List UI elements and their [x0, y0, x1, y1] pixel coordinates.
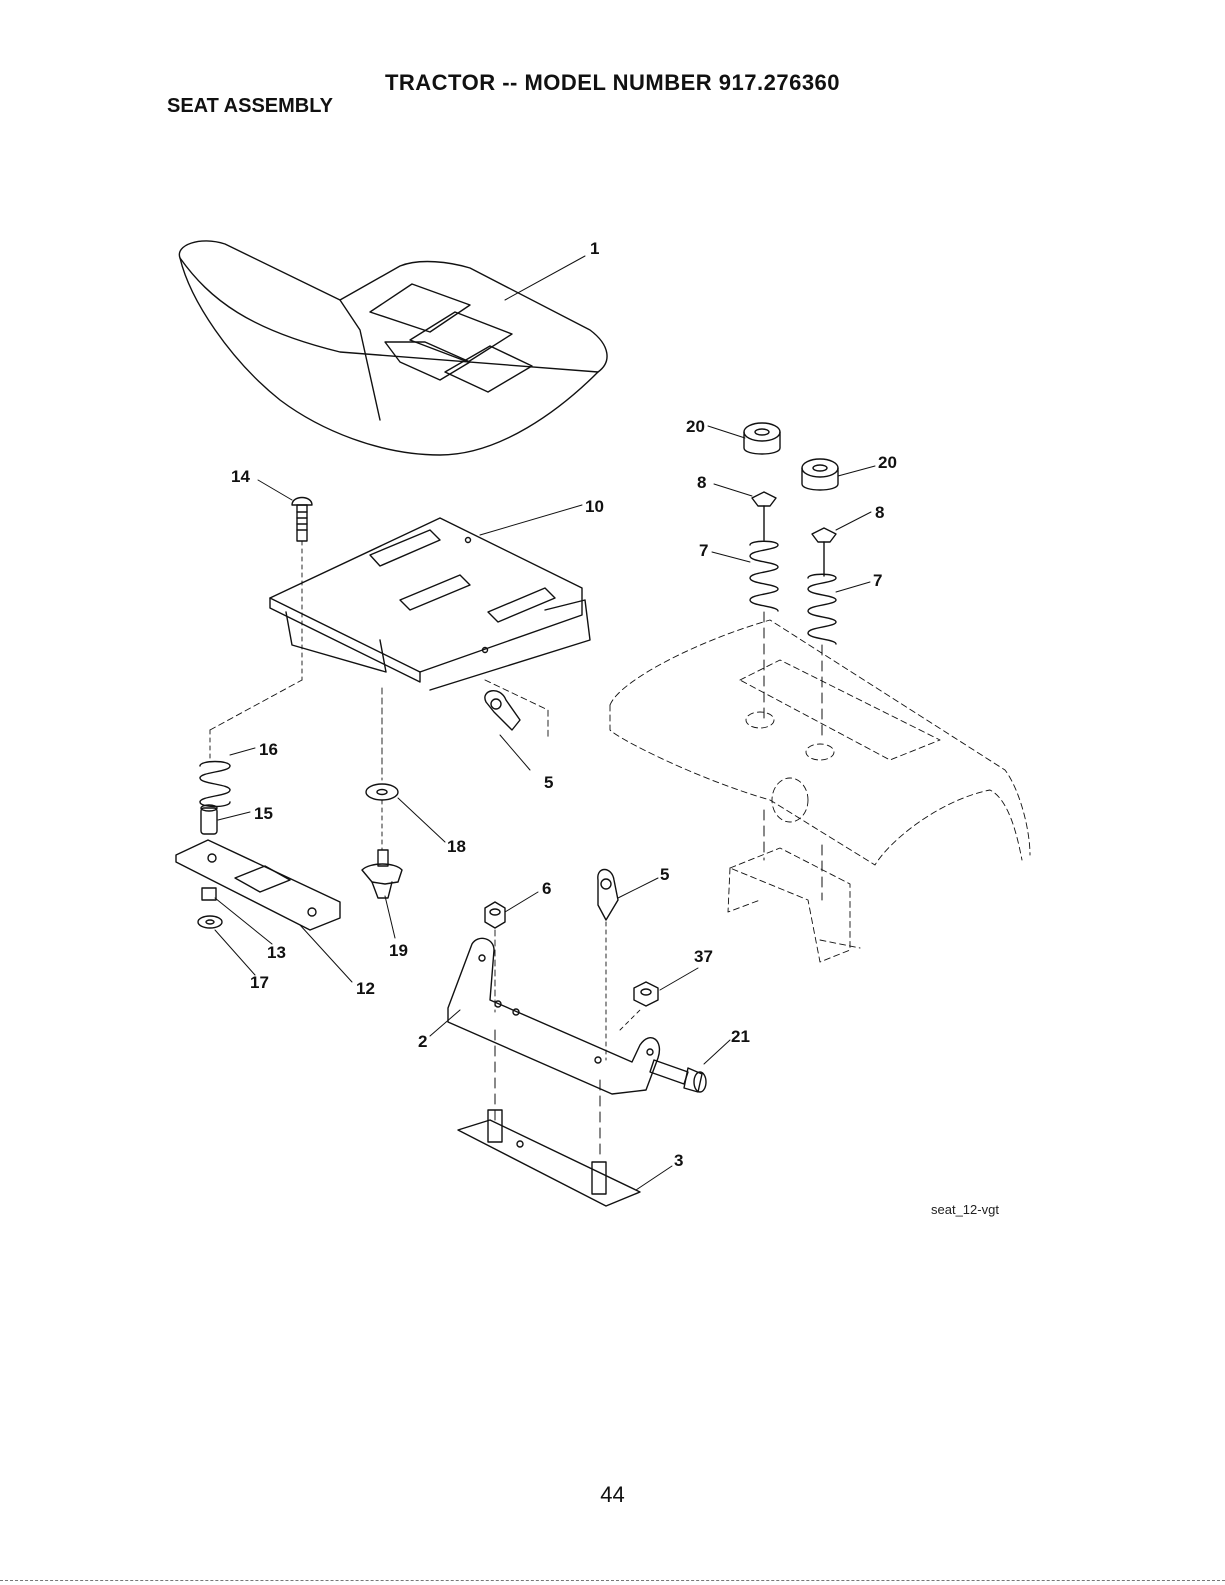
callout-2: 2 [418, 1032, 427, 1051]
callout-7b: 7 [873, 571, 882, 590]
callout-12: 12 [356, 979, 375, 998]
callout-8a: 8 [697, 473, 706, 492]
spring-part [200, 730, 230, 807]
callout-17: 17 [250, 973, 269, 992]
seat-part [179, 241, 607, 455]
seat-clip-lower-part [598, 870, 618, 1061]
callout-15: 15 [254, 804, 273, 823]
callout-10: 10 [585, 497, 604, 516]
carriage-bolt-part [292, 498, 312, 681]
spacer-part [201, 805, 217, 834]
seat-mount-bracket-part [448, 938, 659, 1160]
callout-21: 21 [731, 1027, 750, 1046]
washer-knob-part [362, 784, 402, 898]
callout-1: 1 [590, 239, 599, 258]
callout-7a: 7 [699, 541, 708, 560]
bumper-part [744, 423, 838, 490]
callout-16: 16 [259, 740, 278, 759]
callout-5b: 5 [660, 865, 669, 884]
seat-clip-part [485, 691, 520, 730]
callout-14: 14 [231, 467, 250, 486]
shoulder-bolt-part [650, 1060, 706, 1092]
callout-18: 18 [447, 837, 466, 856]
callout-6: 6 [542, 879, 551, 898]
leader-lines [215, 256, 875, 1190]
lock-nut-part [485, 902, 505, 1012]
callout-37: 37 [694, 947, 713, 966]
spring-bolt-part [752, 492, 836, 576]
hex-nut-part [620, 982, 658, 1030]
callout-labels: 1 14 10 5 16 15 18 19 13 17 12 6 5 37 2 … [231, 239, 897, 1170]
callout-19: 19 [389, 941, 408, 960]
callout-5a: 5 [544, 773, 553, 792]
page-edge-rule [0, 1580, 1225, 1581]
coil-spring-part [750, 541, 836, 740]
figure-reference: seat_12-vgt [931, 1202, 999, 1217]
callout-13: 13 [267, 943, 286, 962]
callout-20b: 20 [878, 453, 897, 472]
seat-bracket-part [176, 840, 340, 930]
page-number: 44 [0, 1482, 1225, 1508]
fender-part [610, 620, 1030, 962]
callout-8b: 8 [875, 503, 884, 522]
callout-20a: 20 [686, 417, 705, 436]
mount-plate-part [458, 1110, 640, 1206]
nut-washer-part [198, 888, 222, 928]
callout-3: 3 [674, 1151, 683, 1170]
